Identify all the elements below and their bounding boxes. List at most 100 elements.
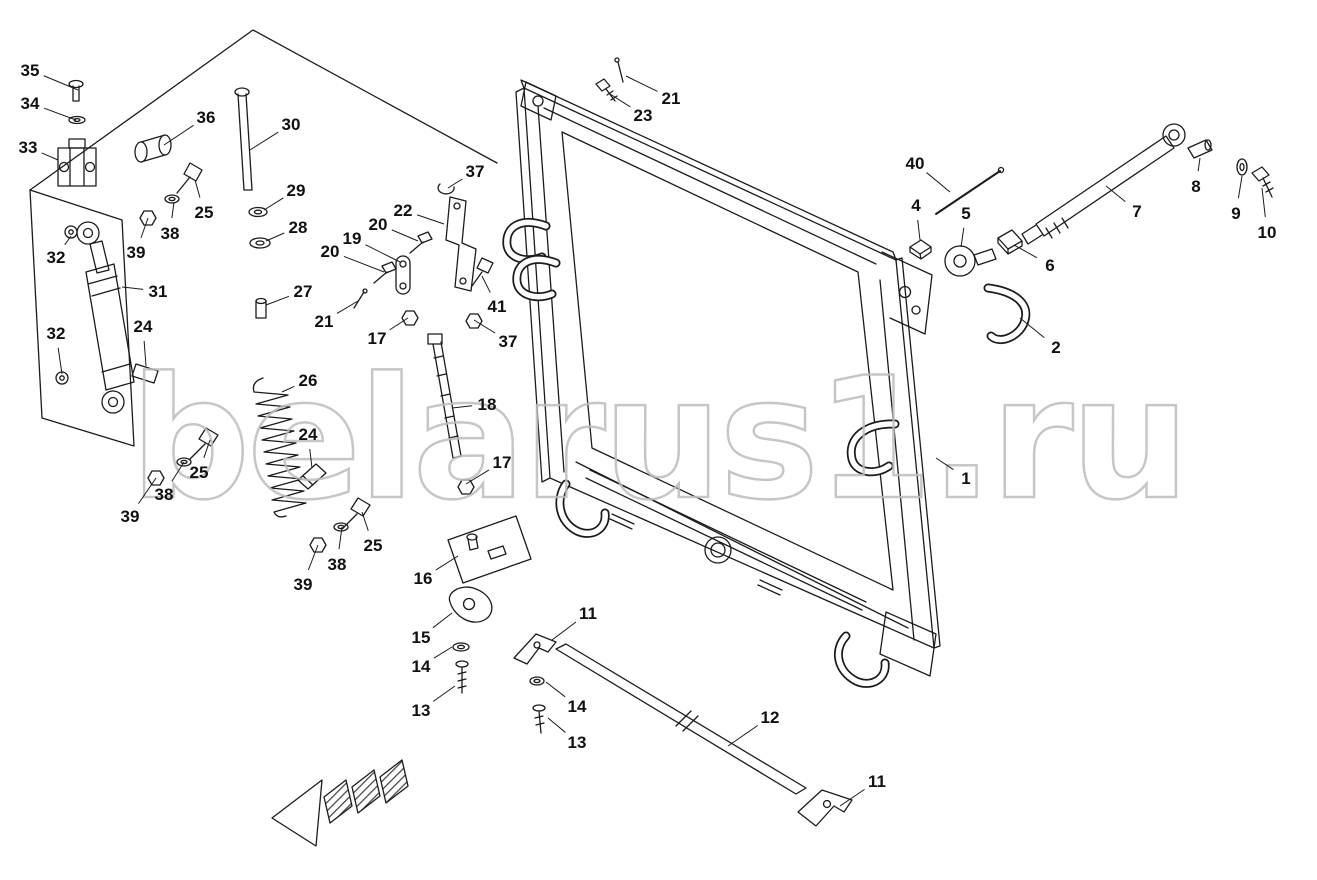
part-number-label: 37 <box>499 332 518 351</box>
washer-29 <box>248 206 268 218</box>
leader-line <box>926 172 951 193</box>
bolt-10 <box>1251 166 1274 198</box>
callout-25: 25 <box>194 179 214 222</box>
callout-19: 19 <box>343 229 401 263</box>
leader-line <box>625 75 658 92</box>
leader-line <box>389 317 409 331</box>
bolt-25-upper <box>176 162 203 194</box>
part-number-label: 14 <box>568 697 587 716</box>
part-number-label: 16 <box>414 569 433 588</box>
leader-line <box>839 788 865 807</box>
callout-24: 24 <box>299 425 318 469</box>
bushing-24-lower <box>297 463 327 490</box>
washer-34 <box>68 115 86 125</box>
bolt-20-lower <box>373 261 397 284</box>
part-number-label: 6 <box>1045 256 1054 275</box>
washer-38-upper <box>164 194 180 204</box>
leader-line <box>203 439 211 458</box>
leader-line <box>43 75 79 91</box>
part-number-label: 18 <box>478 395 497 414</box>
part-number-label: 40 <box>906 154 925 173</box>
part-number-label: 14 <box>412 657 431 676</box>
part-number-label: 27 <box>294 282 313 301</box>
leader-line <box>309 448 313 469</box>
nut-4 <box>909 239 932 260</box>
leader-line <box>281 385 295 393</box>
part-number-label: 17 <box>493 453 512 472</box>
leader-line <box>336 300 359 314</box>
leader-line <box>609 93 631 108</box>
bolt-35 <box>68 79 84 102</box>
callout-39: 39 <box>127 217 149 262</box>
leader-line <box>249 131 279 151</box>
frame-hook-bottom-right <box>833 631 890 688</box>
frame-hook-left-lower <box>512 255 561 302</box>
leader-line <box>343 255 385 273</box>
part-number-label: 35 <box>21 61 40 80</box>
part-number-label: 22 <box>394 201 413 220</box>
washer-38-left <box>176 457 192 467</box>
callout-27: 27 <box>265 282 313 306</box>
washer-9 <box>1236 158 1248 176</box>
part-number-label: 25 <box>190 463 209 482</box>
part-number-label: 21 <box>315 312 334 331</box>
part-number-label: 39 <box>127 243 146 262</box>
main-frame-1 <box>515 79 941 677</box>
callout-26: 26 <box>281 371 317 393</box>
link-19 <box>395 255 411 295</box>
leader-line <box>465 469 490 485</box>
callout-9: 9 <box>1231 175 1243 223</box>
callout-28: 28 <box>265 218 307 242</box>
part-number-label: 25 <box>195 203 214 222</box>
callout-7: 7 <box>1105 185 1142 221</box>
nut-39-left <box>147 470 165 486</box>
part-number-label: 1 <box>961 469 970 488</box>
callout-8: 8 <box>1191 157 1201 196</box>
leader-line <box>1261 187 1266 218</box>
frame-hook-bottom-left <box>555 479 610 538</box>
leader-line <box>1019 317 1045 338</box>
part-number-label: 32 <box>47 324 66 343</box>
part-number-label: 38 <box>161 224 180 243</box>
callout-40: 40 <box>906 154 951 193</box>
leader-line <box>265 232 285 242</box>
bracket-22 <box>445 196 477 292</box>
retaining-clip-37-upper <box>437 183 455 195</box>
leader-line <box>138 477 157 504</box>
leader-line <box>547 717 566 733</box>
leader-line <box>41 152 59 161</box>
part-number-label: 25 <box>364 536 383 555</box>
leader-line <box>435 555 459 571</box>
part-number-label: 13 <box>412 701 431 720</box>
leader-line <box>265 295 290 306</box>
callout-31: 31 <box>121 282 167 301</box>
bolt-25-left <box>189 427 219 460</box>
callout-34: 34 <box>21 94 77 121</box>
bushing-36 <box>134 134 172 163</box>
clamp-11-upper <box>513 633 557 665</box>
callout-18: 18 <box>451 395 497 414</box>
part-number-label: 10 <box>1258 223 1277 242</box>
pin-24-upper <box>131 363 159 384</box>
clamp-11-lower <box>797 789 853 827</box>
leader-line <box>473 319 496 334</box>
part-number-label: 2 <box>1051 338 1060 357</box>
part-number-label: 11 <box>579 604 597 623</box>
part-number-label: 11 <box>868 772 886 791</box>
callout-11: 11 <box>551 604 597 641</box>
leader-line <box>194 179 201 198</box>
leader-line <box>361 511 369 531</box>
part-number-label: 34 <box>21 94 40 113</box>
part-number-label: 32 <box>47 248 66 267</box>
callout-11: 11 <box>839 772 886 807</box>
callout-21: 21 <box>625 75 680 108</box>
callout-36: 36 <box>163 108 215 146</box>
backing-panel <box>29 29 498 447</box>
ball-joint-5 <box>944 245 997 277</box>
callout-14: 14 <box>412 646 453 676</box>
leader-line <box>432 612 453 629</box>
callout-1: 1 <box>935 457 971 488</box>
part-number-label: 17 <box>368 329 387 348</box>
